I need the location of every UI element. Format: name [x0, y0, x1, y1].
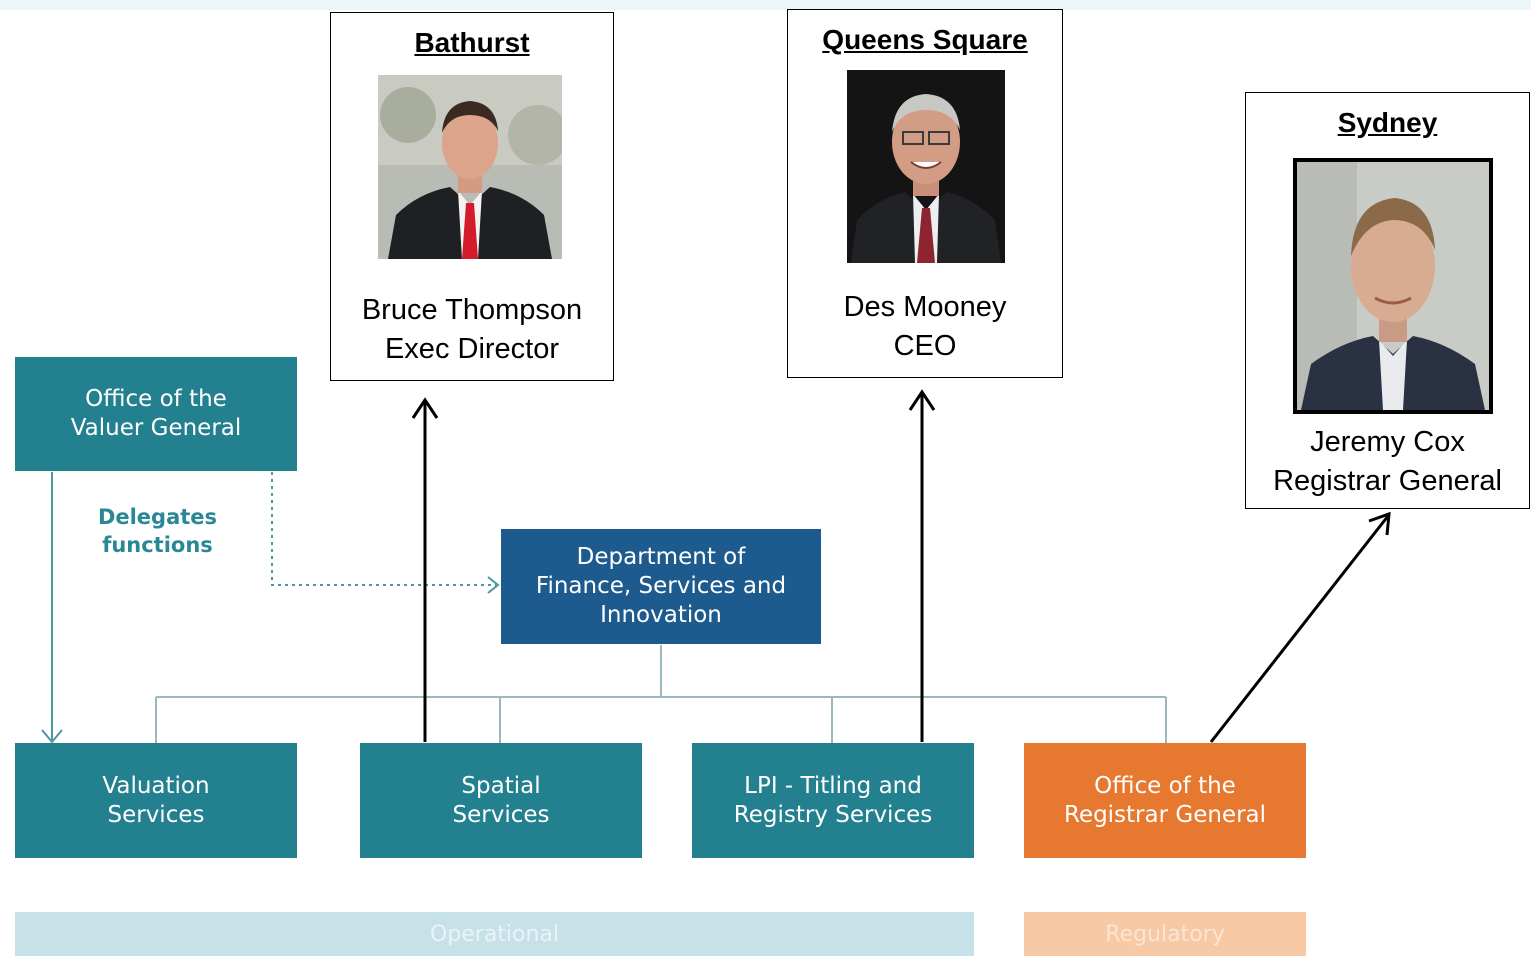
person-name-title: Des Mooney CEO	[843, 291, 1007, 362]
person-name-title: Jeremy Cox Registrar General	[1273, 426, 1502, 497]
portrait-photo	[847, 70, 1005, 263]
spatial-services-label: Spatial Services	[452, 772, 550, 828]
person-card-bathurst: Bathurst Bruce Thompson Exec Director	[330, 12, 614, 381]
operational-label: Operational	[429, 921, 560, 947]
delegates-dotted-line	[271, 472, 496, 586]
valuer-general-label: Office of the Valuer General	[70, 386, 242, 441]
spatial-services-box: Spatial Services	[360, 743, 642, 858]
location-label: Bathurst	[414, 27, 530, 58]
regulatory-label: Regulatory	[1105, 921, 1225, 947]
valuer-general-box: Office of the Valuer General	[15, 357, 297, 471]
valuation-services-box: Valuation Services	[15, 743, 297, 858]
registrar-general-box: Office of the Registrar General	[1024, 743, 1306, 858]
lpi-titling-label: LPI - Titling and Registry Services	[733, 772, 933, 828]
arrow-head-bathurst	[411, 397, 439, 419]
location-label: Queens Square	[822, 24, 1028, 55]
person-card-sydney: Sydney Jeremy Cox Registrar General	[1245, 92, 1530, 509]
valuer-down-arrowhead	[41, 729, 63, 744]
person-name-title: Bruce Thompson Exec Director	[361, 294, 583, 365]
portrait-photo	[1293, 158, 1493, 414]
location-label: Sydney	[1337, 107, 1438, 138]
portrait-photo	[378, 75, 562, 259]
person-card-queens-square: Queens Square Des Mooney CEO	[787, 9, 1063, 378]
lpi-titling-box: LPI - Titling and Registry Services	[692, 743, 974, 858]
top-band	[0, 0, 1531, 10]
registrar-general-label: Office of the Registrar General	[1063, 772, 1267, 828]
delegates-functions-label: Delegates functions	[97, 505, 218, 557]
valuation-services-label: Valuation Services	[102, 772, 210, 828]
operational-band: Operational	[15, 912, 974, 956]
regulatory-band: Regulatory	[1024, 912, 1306, 956]
arrow-head-queens-square	[908, 389, 936, 411]
delegates-arrowhead	[487, 576, 500, 594]
department-box: Department of Finance, Services and Inno…	[501, 529, 821, 644]
department-label: Department of Finance, Services and Inno…	[535, 544, 787, 628]
arrow-head-sydney	[1368, 511, 1391, 536]
arrow-to-sydney	[1209, 515, 1390, 743]
